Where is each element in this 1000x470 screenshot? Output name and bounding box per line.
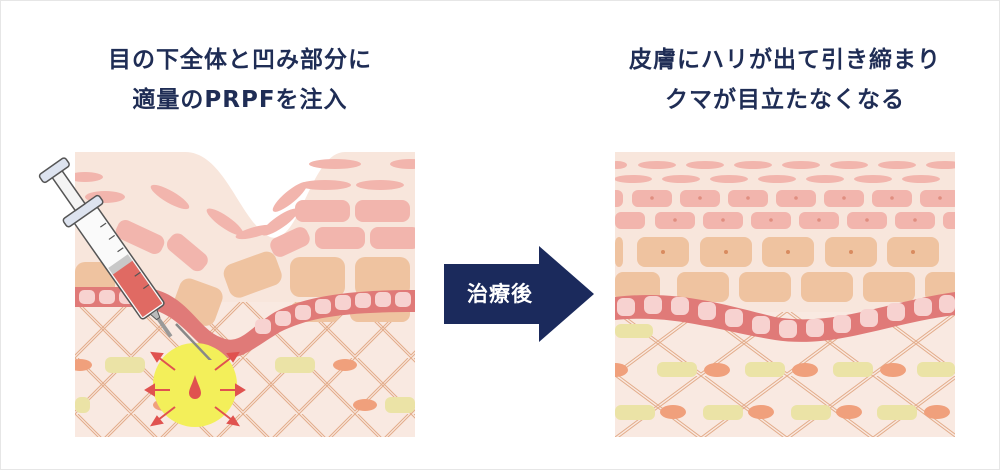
treatment-arrow: [444, 246, 594, 342]
after-caption-line-2: クマが目立たなくなる: [665, 87, 905, 113]
arrow-label: 治療後: [467, 282, 533, 306]
prpf-droplet-icon: [189, 375, 201, 399]
injection-zone: [140, 335, 250, 435]
after-caption: 皮膚にハリが出て引き締まり クマが目立たなくなる: [585, 40, 985, 120]
before-caption: 目の下全体と凹み部分に 適量のPRPFを注入: [60, 40, 420, 120]
syringe-icon: [20, 140, 220, 366]
before-caption-line-2: 適量のPRPFを注入: [132, 87, 348, 113]
after-caption-line-1: 皮膚にハリが出て引き締まり: [629, 47, 941, 73]
after-skin-illustration: [615, 152, 955, 437]
before-caption-line-1: 目の下全体と凹み部分に: [108, 47, 372, 73]
